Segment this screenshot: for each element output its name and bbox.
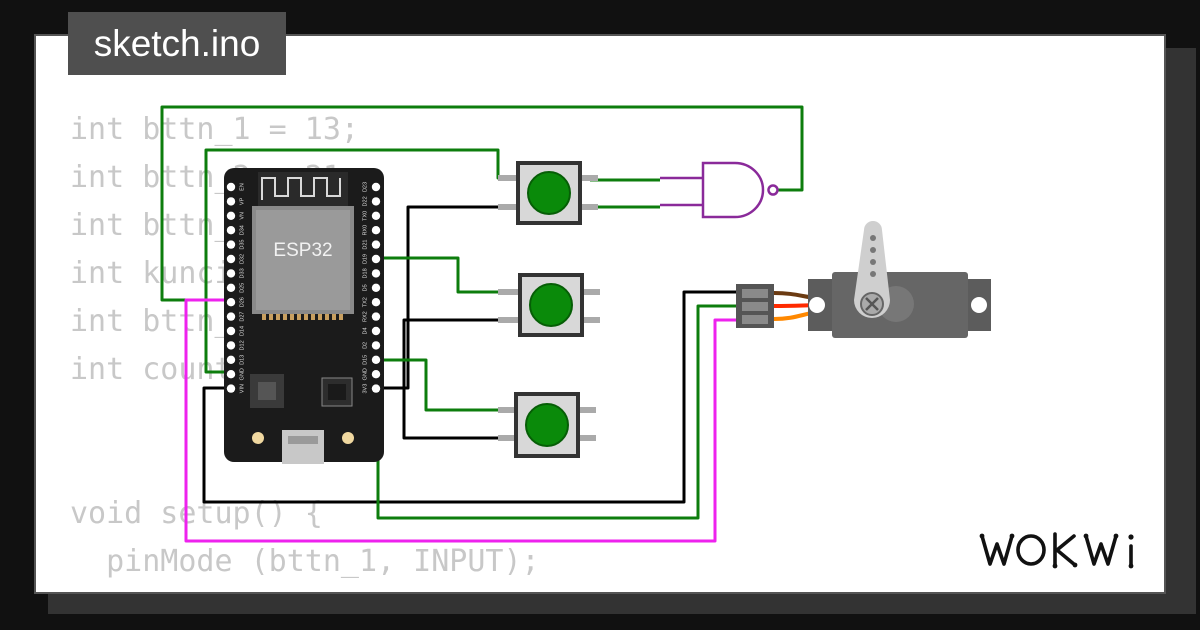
- header-pin[interactable]: [226, 197, 236, 206]
- header-pin[interactable]: [226, 240, 236, 249]
- header-pin[interactable]: [371, 197, 381, 206]
- wire-magenta-servo-pwm: [184, 298, 742, 543]
- pin-label: D5: [362, 284, 368, 291]
- nand-gate: [660, 161, 779, 219]
- header-pin[interactable]: [226, 341, 236, 350]
- pin-label: VN: [239, 212, 245, 220]
- esp32-board: ESP32 ENVPVND34D35D32D33D25D26D27D14D12D…: [224, 168, 384, 464]
- header-pin[interactable]: [226, 326, 236, 336]
- header-pin[interactable]: [371, 182, 381, 192]
- header-pin[interactable]: [226, 182, 236, 192]
- pin-label: VP: [239, 197, 245, 205]
- pin-label: EN: [239, 183, 245, 191]
- file-tab[interactable]: sketch.ino: [68, 12, 286, 75]
- header-pin[interactable]: [226, 384, 236, 393]
- code-line: int kunci: [70, 256, 233, 291]
- header-pin[interactable]: [371, 326, 381, 336]
- wire-black-button3: [378, 386, 518, 440]
- pin-label: D33: [239, 268, 245, 278]
- header-pin[interactable]: [226, 298, 236, 307]
- pin-label: D14: [239, 326, 245, 336]
- header-pin[interactable]: [371, 341, 381, 350]
- code-line: pinMode (bttn_1, INPUT);: [70, 544, 540, 579]
- pin-label: D18: [362, 268, 368, 278]
- header-pin[interactable]: [371, 312, 381, 321]
- pin-label: D15: [362, 355, 368, 365]
- header-pin[interactable]: [226, 312, 236, 321]
- pin-label: D35: [239, 240, 245, 250]
- servo-motor: [808, 221, 991, 338]
- header-pin[interactable]: [371, 355, 381, 364]
- header-pin[interactable]: [371, 269, 381, 278]
- header-pin[interactable]: [371, 240, 381, 249]
- header-pin[interactable]: [226, 370, 236, 379]
- pin-label: D34: [239, 225, 245, 235]
- pin-label: D13: [239, 355, 245, 365]
- wire-green-servo-vcc: [376, 304, 742, 520]
- pin-label: D25: [239, 283, 245, 293]
- chip-label: ESP32: [273, 240, 332, 261]
- pushbutton-1: [498, 161, 598, 225]
- pin-label: D19: [362, 254, 368, 264]
- pin-label: D27: [239, 312, 245, 322]
- header-pin[interactable]: [371, 384, 381, 393]
- header-pin[interactable]: [226, 211, 236, 220]
- header-pin[interactable]: [371, 370, 381, 379]
- pin-label: D32: [239, 254, 245, 264]
- code-line: int bttn_1 = 13;: [70, 112, 359, 147]
- header-pin[interactable]: [226, 355, 236, 364]
- pin-label: 3V3: [362, 384, 368, 394]
- pin-label: D12: [239, 340, 245, 350]
- pushbutton-3: [498, 392, 596, 458]
- header-pin[interactable]: [371, 211, 381, 220]
- pin-label: GND: [362, 368, 368, 380]
- pin-label: D22: [362, 196, 368, 206]
- pin-label: TX2: [362, 297, 368, 307]
- header-pin[interactable]: [226, 254, 236, 264]
- header-pin[interactable]: [371, 254, 381, 264]
- header-pin[interactable]: [371, 298, 381, 307]
- pin-label: RX0: [362, 225, 368, 236]
- header-pin[interactable]: [226, 269, 236, 278]
- header-pin[interactable]: [226, 226, 236, 235]
- header-pin[interactable]: [371, 283, 381, 292]
- pin-label: TX0: [362, 211, 368, 221]
- header-pin[interactable]: [371, 226, 381, 235]
- header-pin[interactable]: [226, 283, 236, 292]
- pushbutton-2: [498, 273, 600, 337]
- pin-label: GND: [239, 368, 245, 380]
- code-line: int bttn_: [70, 208, 233, 243]
- pin-label: D21: [362, 240, 368, 250]
- pin-label: RX2: [362, 311, 368, 322]
- wire-black-button2: [378, 318, 518, 390]
- wire-black-gnd: [202, 290, 742, 504]
- wire-green-button3: [378, 358, 518, 412]
- wire-green-button2: [378, 256, 518, 294]
- pin-label: D2: [362, 342, 368, 349]
- pin-label: D4: [362, 327, 368, 334]
- wokwi-logo[interactable]: [976, 528, 1152, 576]
- servo-connector: [736, 284, 774, 328]
- code-line: int count: [70, 352, 233, 387]
- wire-green-top-loop: [160, 105, 804, 302]
- pin-label: D26: [239, 297, 245, 307]
- pin-label: D23: [362, 182, 368, 192]
- pin-label: VIN: [239, 384, 245, 393]
